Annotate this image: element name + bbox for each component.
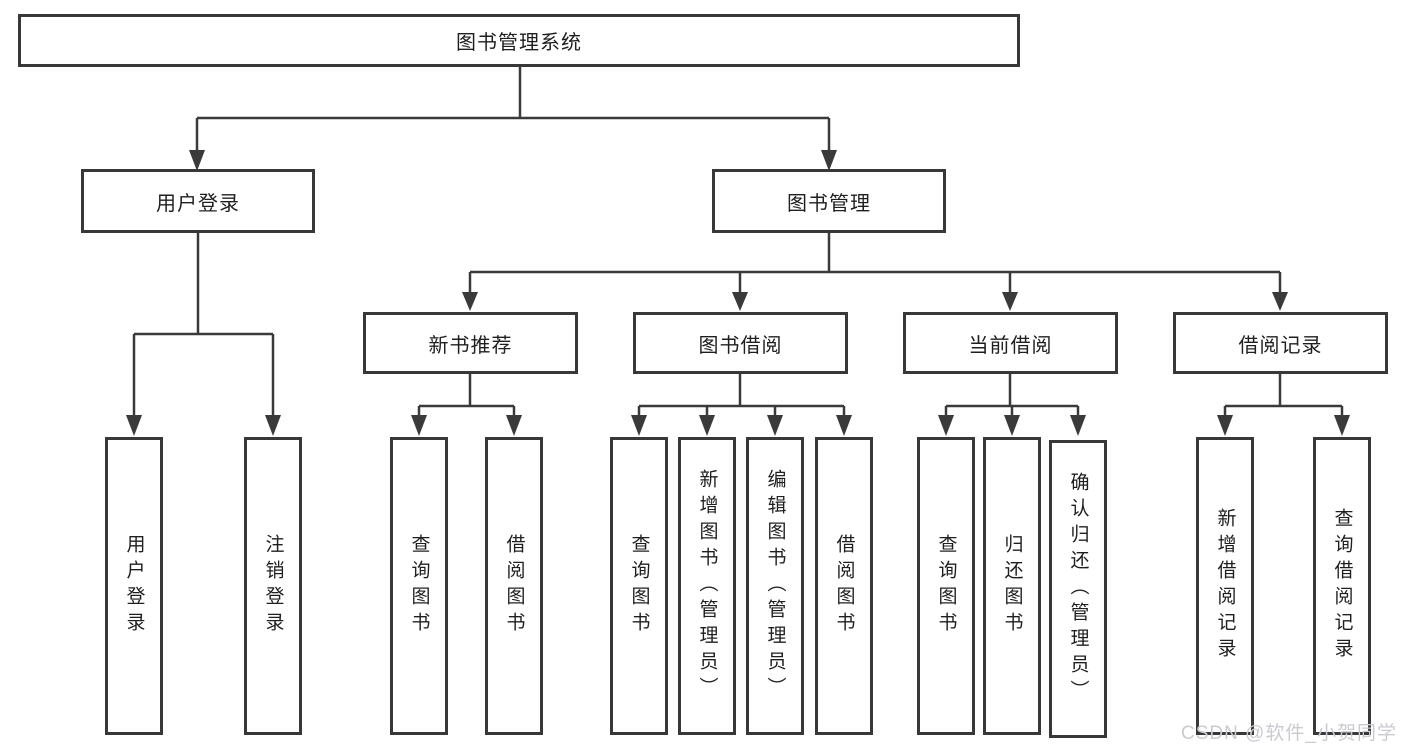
node-leaf-add-books-admin: 新增图书（管理员） xyxy=(678,437,736,735)
csdn-watermark: CSDN @软件_小贺同学 xyxy=(1181,723,1397,744)
leaf-label: 新增借阅记录 xyxy=(1214,508,1236,664)
node-leaf-add-borrow-record: 新增借阅记录 xyxy=(1196,437,1254,735)
leaf-label: 借阅图书 xyxy=(503,534,525,638)
node-user-login: 用户登录 xyxy=(81,169,315,233)
leaf-label: 查询图书 xyxy=(628,534,650,638)
node-leaf-query-books-recommend: 查询图书 xyxy=(390,437,448,735)
node-borrow-records-label: 借阅记录 xyxy=(1238,334,1323,357)
leaf-label: 查询借阅记录 xyxy=(1331,508,1353,664)
leaf-label: 查询图书 xyxy=(935,534,957,638)
node-book-borrow-label: 图书借阅 xyxy=(698,334,783,357)
node-leaf-logout-login: 注销登录 xyxy=(244,437,302,735)
connector-currentborrow-to-leaves xyxy=(944,374,1080,416)
leaf-label: 用户登录 xyxy=(123,534,145,638)
leaf-label: 查询图书 xyxy=(408,534,430,638)
node-leaf-edit-books-admin: 编辑图书（管理员） xyxy=(746,437,804,735)
node-root-label: 图书管理系统 xyxy=(456,32,582,54)
leaf-label: 新增图书（管理员） xyxy=(696,469,718,703)
node-leaf-query-borrow-record: 查询借阅记录 xyxy=(1313,437,1371,735)
connector-userlogin-to-leaves xyxy=(132,233,275,416)
node-leaf-query-books-borrow: 查询图书 xyxy=(610,437,668,735)
node-leaf-return-books: 归还图书 xyxy=(983,437,1041,735)
node-leaf-borrow-books: 借阅图书 xyxy=(815,437,873,735)
node-user-login-label: 用户登录 xyxy=(156,192,240,215)
leaf-label: 归还图书 xyxy=(1001,534,1023,638)
leaf-label: 确认归还（管理员） xyxy=(1067,472,1089,706)
node-leaf-confirm-return-admin: 确认归还（管理员） xyxy=(1049,440,1107,738)
node-current-borrow: 当前借阅 xyxy=(903,312,1118,374)
connector-recommend-to-leaves xyxy=(417,374,516,416)
node-leaf-borrow-books-recommend: 借阅图书 xyxy=(485,437,543,735)
connector-root-to-level2 xyxy=(195,67,831,151)
node-book-management: 图书管理 xyxy=(712,169,946,233)
node-book-borrow: 图书借阅 xyxy=(633,312,848,374)
leaf-label: 借阅图书 xyxy=(833,534,855,638)
connector-bookmgmt-to-level3 xyxy=(468,233,1282,292)
connector-records-to-leaves xyxy=(1223,374,1344,416)
leaf-label: 注销登录 xyxy=(262,534,284,638)
node-current-borrow-label: 当前借阅 xyxy=(968,334,1053,357)
connector-bookborrow-to-leaves xyxy=(637,374,846,416)
node-borrow-records: 借阅记录 xyxy=(1173,312,1388,374)
leaf-label: 编辑图书（管理员） xyxy=(764,469,786,703)
node-leaf-user-login: 用户登录 xyxy=(105,437,163,735)
node-leaf-query-books-current: 查询图书 xyxy=(917,437,975,735)
node-book-management-label: 图书管理 xyxy=(787,192,871,215)
node-new-book-recommend-label: 新书推荐 xyxy=(428,334,513,357)
node-root: 图书管理系统 xyxy=(18,14,1020,67)
node-new-book-recommend: 新书推荐 xyxy=(363,312,578,374)
